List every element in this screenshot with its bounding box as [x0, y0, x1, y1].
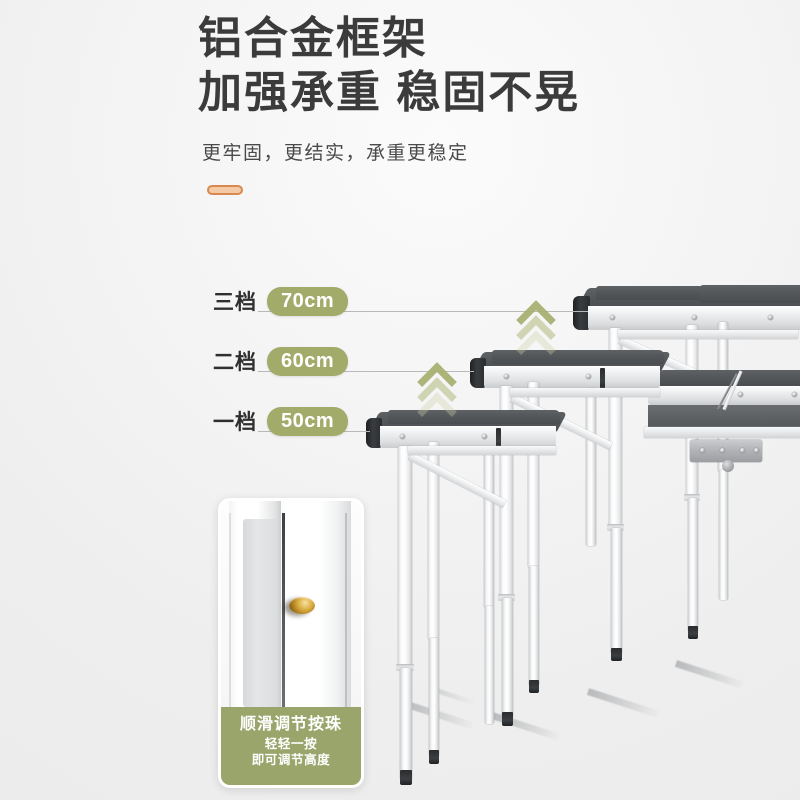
leg-foot	[429, 750, 439, 764]
tier-height-badge: 70cm	[267, 286, 349, 316]
page-title-line-2: 加强承重 稳固不晃	[198, 68, 581, 117]
rivet	[482, 434, 487, 439]
tabletop-corner-cap	[573, 296, 590, 330]
rivet	[610, 315, 615, 320]
leader-line-tier-2	[258, 371, 474, 372]
table-leg-rear-lower	[719, 470, 728, 600]
chevron-up-icon	[519, 336, 553, 351]
tabletop-corner-cap	[366, 418, 382, 448]
leg-adjust-joint	[396, 664, 414, 671]
leg-adjust-joint	[684, 494, 700, 501]
edge-clip	[496, 428, 501, 450]
tube-inner-sleeve	[243, 519, 277, 707]
tier-name: 二档	[213, 351, 257, 374]
tube-seam	[282, 513, 285, 713]
detail-inset-card: 顺滑调节按珠 轻轻一按 即可调节高度	[218, 498, 364, 788]
leg-adjust-joint	[607, 524, 624, 531]
table-leg-rear-lower	[485, 606, 494, 724]
table-leg-lower	[400, 668, 412, 780]
tier-name: 一档	[213, 411, 257, 434]
tabletop-surface-extension	[700, 285, 800, 303]
height-tier-label-3: 三档 70cm	[213, 286, 349, 316]
table-leg-lower	[529, 566, 539, 686]
rivet	[792, 392, 797, 397]
leg-foot	[502, 712, 513, 726]
rivet	[740, 448, 745, 453]
leg-foot	[529, 680, 539, 693]
rivet	[700, 448, 705, 453]
side-apron	[510, 388, 660, 397]
tabletop-front-rail	[484, 366, 660, 388]
edge-clip	[600, 368, 605, 390]
tier-height-badge: 50cm	[267, 406, 349, 436]
leg-adjust-joint	[498, 594, 515, 601]
table-leg	[398, 446, 412, 668]
table-leg-lower	[611, 528, 622, 654]
side-apron	[618, 330, 798, 339]
detail-inset-caption: 顺滑调节按珠 轻轻一按 即可调节高度	[221, 707, 361, 785]
page-title-line-1: 铝合金框架	[198, 14, 428, 63]
side-apron	[408, 446, 556, 455]
headline-block: 铝合金框架 加强承重 稳固不晃	[198, 12, 798, 120]
floor-shadow	[586, 688, 660, 718]
hinge-pivot-knob	[722, 460, 734, 472]
leg-foot	[400, 770, 412, 785]
rivet	[400, 434, 405, 439]
table-leg	[528, 382, 539, 568]
tabletop-surface	[388, 410, 560, 424]
height-tier-label-1: 一档 50cm	[213, 406, 349, 436]
apron-dark-band	[648, 405, 800, 427]
caption-title: 顺滑调节按珠	[239, 716, 342, 733]
rivet	[692, 315, 697, 320]
caption-subtitle-line-2: 即可调节高度	[251, 753, 331, 767]
table-leg-rear	[586, 388, 596, 546]
tabletop-corner-cap	[470, 358, 486, 388]
floor-shadow	[674, 660, 744, 689]
table-leg-lower	[688, 498, 698, 632]
tabletop-front-rail	[380, 426, 556, 448]
tier-height-badge: 60cm	[267, 346, 349, 376]
tier-name: 三档	[213, 291, 257, 314]
rivet	[754, 448, 759, 453]
rivet	[504, 374, 509, 379]
side-apron	[644, 427, 800, 438]
chevron-up-icon	[420, 398, 454, 413]
leg-foot	[688, 626, 698, 639]
leg-foot	[611, 648, 622, 661]
rivet	[768, 315, 773, 320]
subtitle: 更牢固，更结实，承重更稳定	[202, 143, 469, 164]
chevron-up-arrow-upper	[519, 306, 553, 358]
divider-pill	[207, 185, 243, 195]
table-leg-lower	[429, 638, 439, 756]
detail-inset-photo	[221, 501, 361, 713]
height-tier-label-2: 二档 60cm	[213, 346, 349, 376]
rivet	[586, 374, 591, 379]
gold-push-button-bead-icon	[289, 597, 315, 614]
tube-edge-line	[229, 513, 231, 713]
chevron-up-arrow-lower	[420, 368, 454, 420]
tube-edge-line	[345, 513, 347, 713]
tabletop-surface	[660, 370, 800, 386]
rivet	[720, 448, 725, 453]
caption-subtitle-line-1: 轻轻一按	[264, 737, 318, 751]
table-leg	[428, 442, 439, 640]
table-leg-lower	[502, 598, 513, 718]
table-leg-rear	[484, 448, 494, 608]
hinge-bracket	[690, 440, 762, 462]
leader-line-tier-3	[258, 311, 588, 312]
rivet	[738, 392, 743, 397]
